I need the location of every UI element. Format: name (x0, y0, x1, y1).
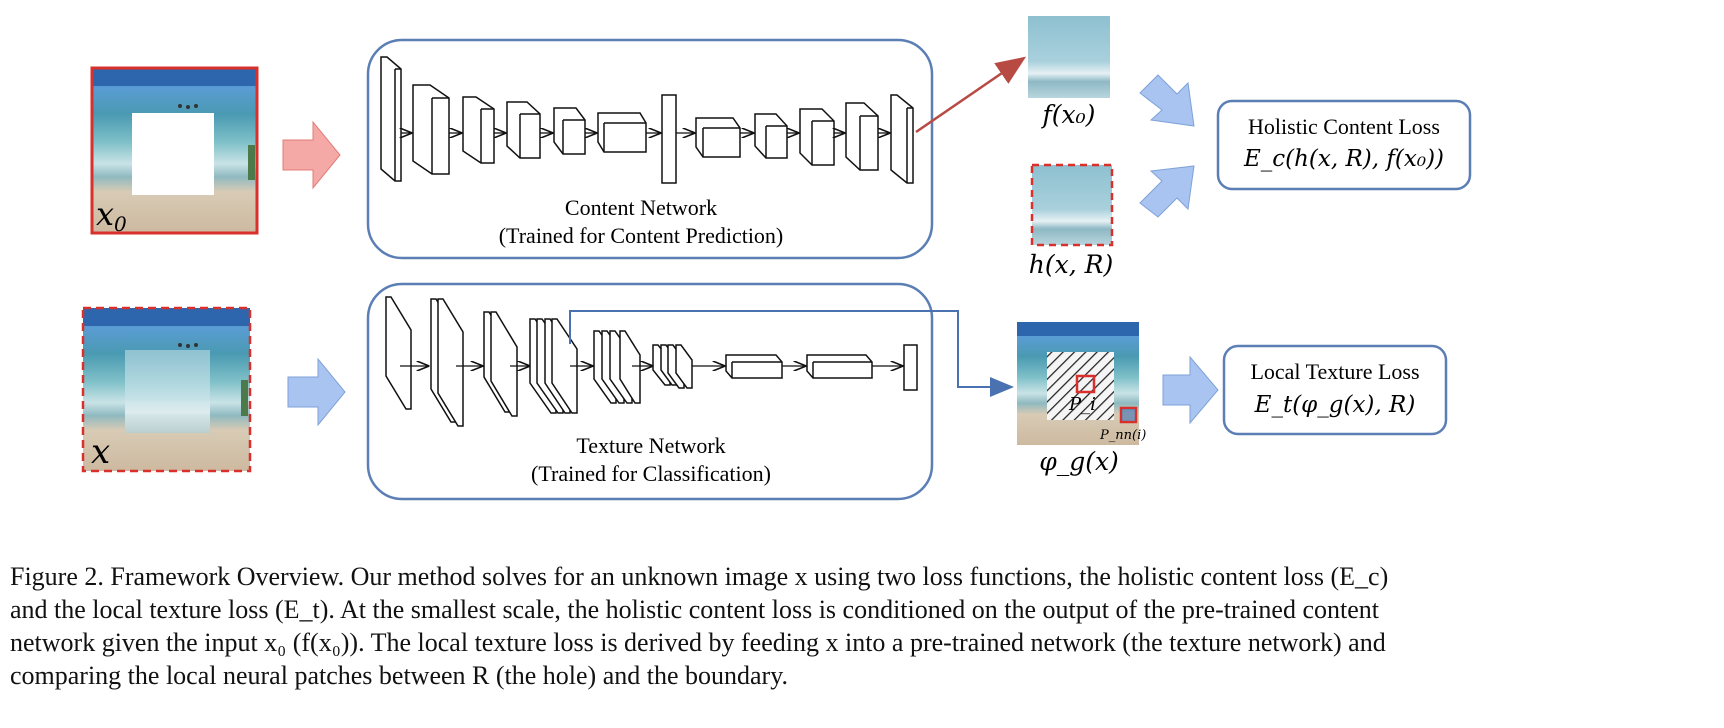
pink-block-arrow (282, 120, 341, 190)
holistic-content-loss-box (1216, 99, 1472, 191)
content-network-box (366, 38, 934, 260)
label-p-i: P_i (1068, 394, 1096, 415)
label-f-x0: f(x₀) (1041, 100, 1096, 129)
holistic-content-loss-formula: E_c(h(x, R), f(x₀)) (1243, 146, 1444, 172)
input-image-x (81, 306, 252, 473)
hole-content-patch (1030, 163, 1114, 247)
local-texture-loss-box (1222, 344, 1448, 436)
blue-block-arrow-2 (1162, 355, 1219, 425)
label-h-xR: h(x, R) (1029, 250, 1113, 279)
content-network-layers (380, 56, 914, 184)
label-p-nn: P_nn(i) (1099, 428, 1146, 443)
local-texture-loss-formula: E_t(φ_g(x), R) (1254, 392, 1416, 418)
content-network-title: Content Network (565, 195, 717, 220)
content-output-arrow (915, 56, 1027, 134)
label-x0: x0 (96, 195, 127, 236)
texture-network-layers (385, 296, 918, 427)
label-x: x (91, 432, 110, 472)
caption-line-2: and the local texture loss (E_t). At the… (10, 595, 1379, 624)
caption-line-1: Figure 2. Framework Overview. Our method… (10, 562, 1389, 591)
local-texture-loss-title: Local Texture Loss (1250, 359, 1419, 384)
blue-arrow-up-right (1139, 165, 1195, 218)
blue-block-arrow (287, 357, 346, 427)
texture-network-subtitle: (Trained for Classification) (531, 461, 771, 486)
texture-network-title: Texture Network (576, 433, 725, 458)
framework-diagram: x0 (81, 16, 1472, 501)
texture-feature-connector (569, 310, 1014, 397)
texture-feature-map (1017, 322, 1139, 445)
caption-line-4: comparing the local neural patches betwe… (10, 661, 789, 690)
caption-line-3: network given the input x₀ (f(x₀)). The … (10, 628, 1386, 657)
holistic-content-loss-title: Holistic Content Loss (1248, 114, 1440, 139)
input-image-x0 (90, 66, 259, 235)
content-output-patch (1028, 16, 1110, 98)
label-phi-g-x: φ_g(x) (1039, 447, 1119, 476)
figure-caption: Figure 2. Framework Overview. Our method… (10, 560, 1710, 692)
blue-arrow-down-right (1139, 74, 1195, 127)
texture-network-box (366, 282, 934, 501)
content-network-subtitle: (Trained for Content Prediction) (499, 223, 784, 248)
